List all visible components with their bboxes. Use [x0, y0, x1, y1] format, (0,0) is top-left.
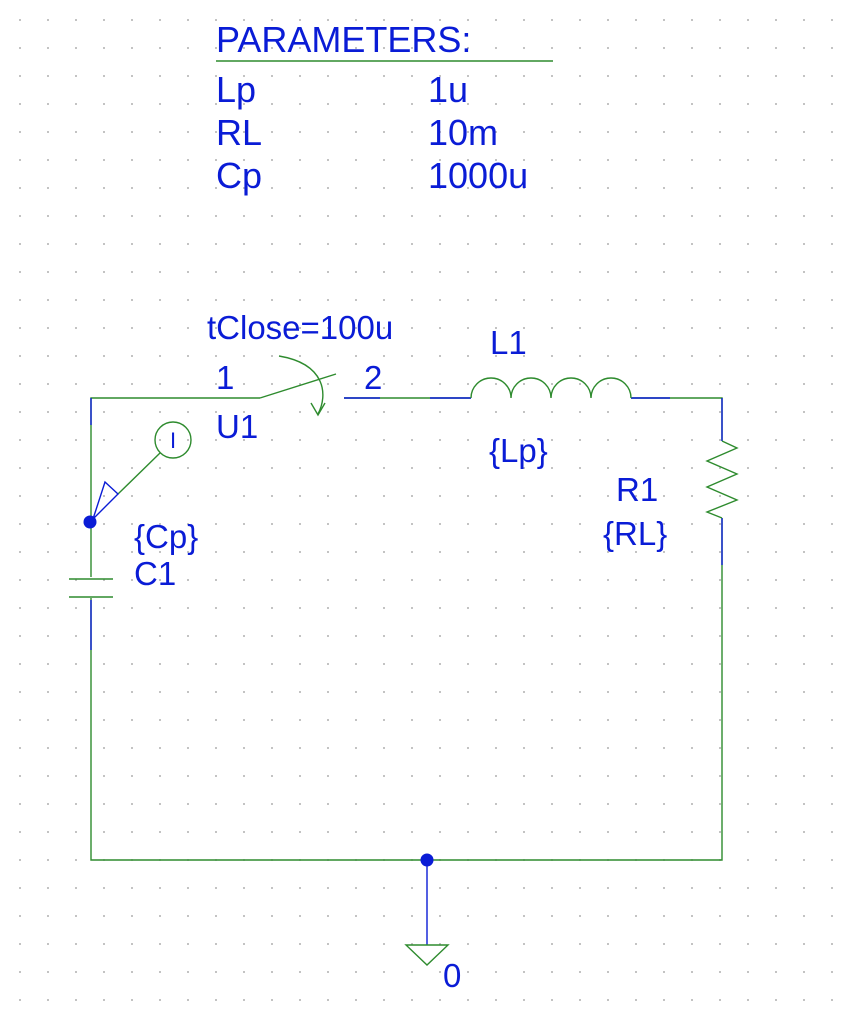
resistor-value-label: {RL}	[603, 515, 667, 552]
switch-pin1-label: 1	[216, 359, 234, 396]
param-value-cp: 1000u	[428, 155, 528, 196]
switch-u1[interactable]: tClose=100u 1 2 U1	[207, 309, 393, 445]
wire-inductor-to-resistor[interactable]	[631, 397, 723, 441]
current-marker-glyph: I	[170, 428, 176, 453]
current-marker-arrow	[92, 480, 120, 520]
capacitor-ref-label: C1	[134, 555, 176, 592]
inductor-coil	[470, 377, 632, 399]
junction-dot-capacitor[interactable]	[83, 515, 97, 529]
wires	[90, 397, 723, 861]
ground-label: 0	[443, 957, 461, 994]
param-value-rl: 10m	[428, 112, 498, 153]
switch-ref-label: U1	[216, 408, 258, 445]
wire-capacitor-to-ground[interactable]	[90, 598, 427, 861]
resistor-r1[interactable]: R1 {RL}	[603, 440, 739, 552]
inductor-l1[interactable]: L1 {Lp}	[470, 324, 632, 469]
inductor-value-label: {Lp}	[489, 432, 548, 469]
junction-dot-ground[interactable]	[420, 853, 434, 867]
current-marker-circle	[154, 421, 192, 459]
switch-attribute: tClose=100u	[207, 309, 393, 346]
resistor-ref-label: R1	[616, 471, 658, 508]
current-marker[interactable]: I	[92, 421, 192, 520]
current-marker-stem	[117, 452, 161, 495]
parameters-title: PARAMETERS:	[216, 19, 471, 60]
ground-symbol[interactable]: 0	[404, 944, 461, 994]
param-name-lp: Lp	[216, 69, 256, 110]
switch-pin2-label: 2	[364, 359, 382, 396]
wire-resistor-to-ground[interactable]	[427, 518, 723, 861]
capacitor-value-label: {Cp}	[134, 518, 198, 555]
switch-arrow-arc	[278, 355, 324, 415]
param-value-lp: 1u	[428, 69, 468, 110]
switch-blade	[259, 373, 337, 399]
parameters-block[interactable]: PARAMETERS: Lp 1u RL 10m Cp 1000u	[216, 19, 553, 196]
ground-triangle	[404, 944, 450, 966]
capacitor-c1[interactable]: {Cp} C1	[69, 518, 198, 598]
pin-stubs	[90, 397, 723, 945]
param-name-cp: Cp	[216, 155, 262, 196]
param-name-rl: RL	[216, 112, 262, 153]
resistor-zigzag	[705, 440, 739, 519]
switch-arrow-head	[310, 402, 326, 417]
inductor-ref-label: L1	[490, 324, 527, 361]
